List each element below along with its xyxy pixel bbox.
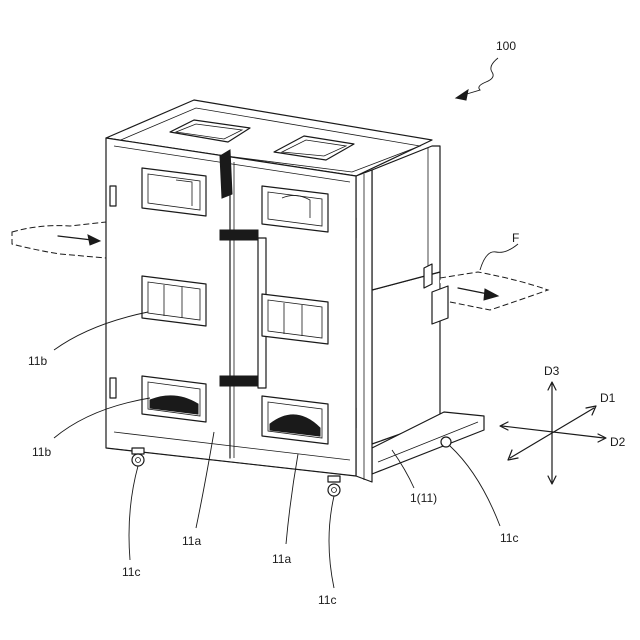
label-F: F bbox=[512, 231, 519, 245]
top-latch bbox=[220, 150, 232, 198]
leader-100-arrowhead bbox=[456, 90, 468, 100]
direction-axes bbox=[500, 382, 606, 484]
window-right-top bbox=[262, 186, 328, 232]
caster-front-left bbox=[132, 448, 144, 466]
window-left-bottom bbox=[142, 376, 206, 422]
label-11c-right: 11c bbox=[500, 531, 518, 545]
leader-11c-right bbox=[450, 446, 500, 526]
leader-100 bbox=[460, 58, 498, 96]
label-11c-left: 11c bbox=[122, 565, 140, 579]
label-11b-upper: 11b bbox=[28, 354, 47, 368]
side-window bbox=[424, 264, 432, 288]
label-1-11: 1(11) bbox=[410, 491, 437, 505]
hinge-left-upper bbox=[110, 186, 116, 206]
caster-rear-right bbox=[441, 437, 451, 447]
latch-lower bbox=[220, 376, 258, 386]
latch-upper bbox=[220, 230, 258, 240]
label-D1: D1 bbox=[600, 391, 616, 405]
window-right-bottom bbox=[262, 396, 328, 444]
leader-11c-mid bbox=[329, 496, 334, 588]
leader-F bbox=[480, 244, 518, 270]
outgoing-flow-sheet bbox=[440, 272, 548, 310]
label-100: 100 bbox=[496, 39, 516, 53]
label-11a-right: 11a bbox=[272, 552, 291, 566]
window-left-mid bbox=[142, 276, 206, 326]
hinge-left-lower bbox=[110, 378, 116, 398]
caster-front-mid bbox=[328, 476, 340, 496]
label-D2: D2 bbox=[610, 435, 626, 449]
window-right-mid bbox=[262, 294, 328, 344]
label-11b-lower: 11b bbox=[32, 445, 51, 459]
leader-11c-left bbox=[129, 466, 138, 560]
side-bracket bbox=[432, 286, 448, 324]
label-D3: D3 bbox=[544, 364, 560, 378]
label-11c-mid: 11c bbox=[318, 593, 336, 607]
rear-lower-body bbox=[372, 272, 440, 444]
window-left-top bbox=[142, 168, 206, 216]
label-11a-left: 11a bbox=[182, 534, 201, 548]
